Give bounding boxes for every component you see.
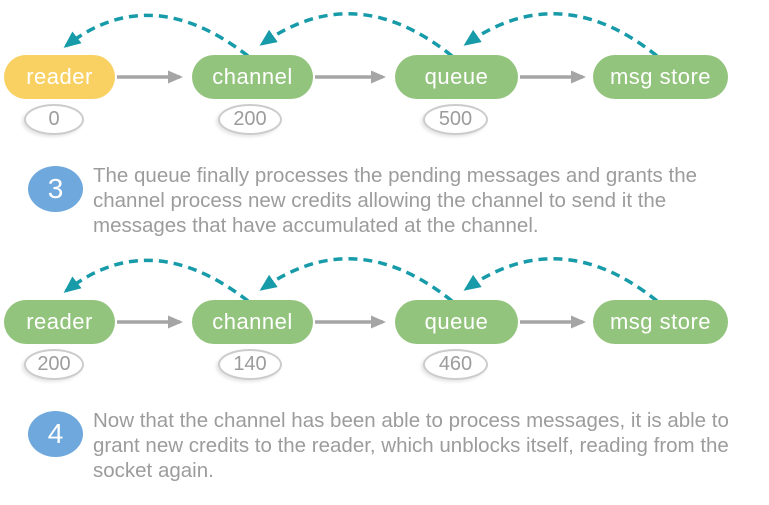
step-description-line: socket again. bbox=[93, 459, 214, 482]
credit-value: 500 bbox=[438, 108, 473, 130]
step-4-annotation: 4 Now that the channel has been able to … bbox=[0, 405, 769, 505]
node-channel: channel bbox=[192, 300, 313, 344]
node-label: queue bbox=[424, 309, 489, 334]
credit-value: 140 bbox=[233, 353, 267, 375]
diagram-arrows-layer bbox=[63, 12, 659, 84]
credit-grant-arcs bbox=[63, 12, 659, 58]
step-number-badge: 4 bbox=[28, 411, 83, 457]
credit-value: 460 bbox=[438, 353, 473, 375]
credit-arc-msgstore-to-queue bbox=[463, 12, 659, 58]
node-msg-store: msg store bbox=[593, 300, 728, 344]
node-msg-store: msg store bbox=[593, 55, 728, 99]
diagram-arrows-layer bbox=[63, 257, 659, 329]
credit-badge-reader: 0 bbox=[24, 104, 84, 135]
step-number: 4 bbox=[47, 418, 64, 449]
credit-arc-queue-to-channel bbox=[259, 12, 454, 58]
node-label: reader bbox=[26, 309, 93, 334]
credit-badge-reader: 200 bbox=[24, 349, 84, 380]
step-description-line: channel process new credits allowing the… bbox=[93, 189, 667, 212]
step-description-line: The queue finally processes the pending … bbox=[93, 164, 697, 187]
credit-grant-arcs bbox=[63, 257, 659, 303]
credit-value: 0 bbox=[48, 108, 60, 130]
step-description-line: Now that the channel has been able to pr… bbox=[93, 409, 729, 432]
credit-arc-msgstore-to-queue bbox=[463, 257, 659, 303]
node-label: reader bbox=[26, 64, 93, 89]
step-description-line: grant new credits to the reader, which u… bbox=[93, 434, 729, 457]
step-number: 3 bbox=[47, 173, 64, 204]
credit-badge-queue: 460 bbox=[423, 349, 488, 380]
node-label: queue bbox=[424, 64, 489, 89]
node-label: msg store bbox=[609, 309, 712, 334]
flow-diagram-state-3: reader channel queue msg store 0 200 500 bbox=[0, 0, 769, 145]
step-description: The queue finally processes the pending … bbox=[93, 163, 697, 238]
credit-badge-channel: 200 bbox=[218, 104, 282, 135]
node-label: msg store bbox=[609, 64, 712, 89]
credit-value: 200 bbox=[233, 108, 267, 130]
flow-diagram-state-4: reader channel queue msg store 200 140 4… bbox=[0, 245, 769, 390]
credit-badge-queue: 500 bbox=[423, 104, 488, 135]
step-description: Now that the channel has been able to pr… bbox=[93, 408, 729, 483]
step-description-line: messages that have accumulated at the ch… bbox=[93, 214, 539, 237]
credit-arc-queue-to-channel bbox=[259, 257, 454, 303]
node-reader: reader bbox=[4, 55, 115, 99]
node-reader: reader bbox=[4, 300, 115, 344]
node-queue: queue bbox=[395, 300, 518, 344]
step-number-badge: 3 bbox=[28, 166, 83, 212]
step-3-annotation: 3 The queue finally processes the pendin… bbox=[0, 160, 769, 260]
credit-arc-channel-to-reader bbox=[63, 13, 250, 58]
node-label: channel bbox=[212, 64, 293, 89]
node-channel: channel bbox=[192, 55, 313, 99]
node-label: channel bbox=[212, 309, 293, 334]
credit-arc-channel-to-reader bbox=[63, 258, 250, 303]
node-queue: queue bbox=[395, 55, 518, 99]
credit-badge-channel: 140 bbox=[218, 349, 282, 380]
credit-value: 200 bbox=[37, 353, 71, 375]
